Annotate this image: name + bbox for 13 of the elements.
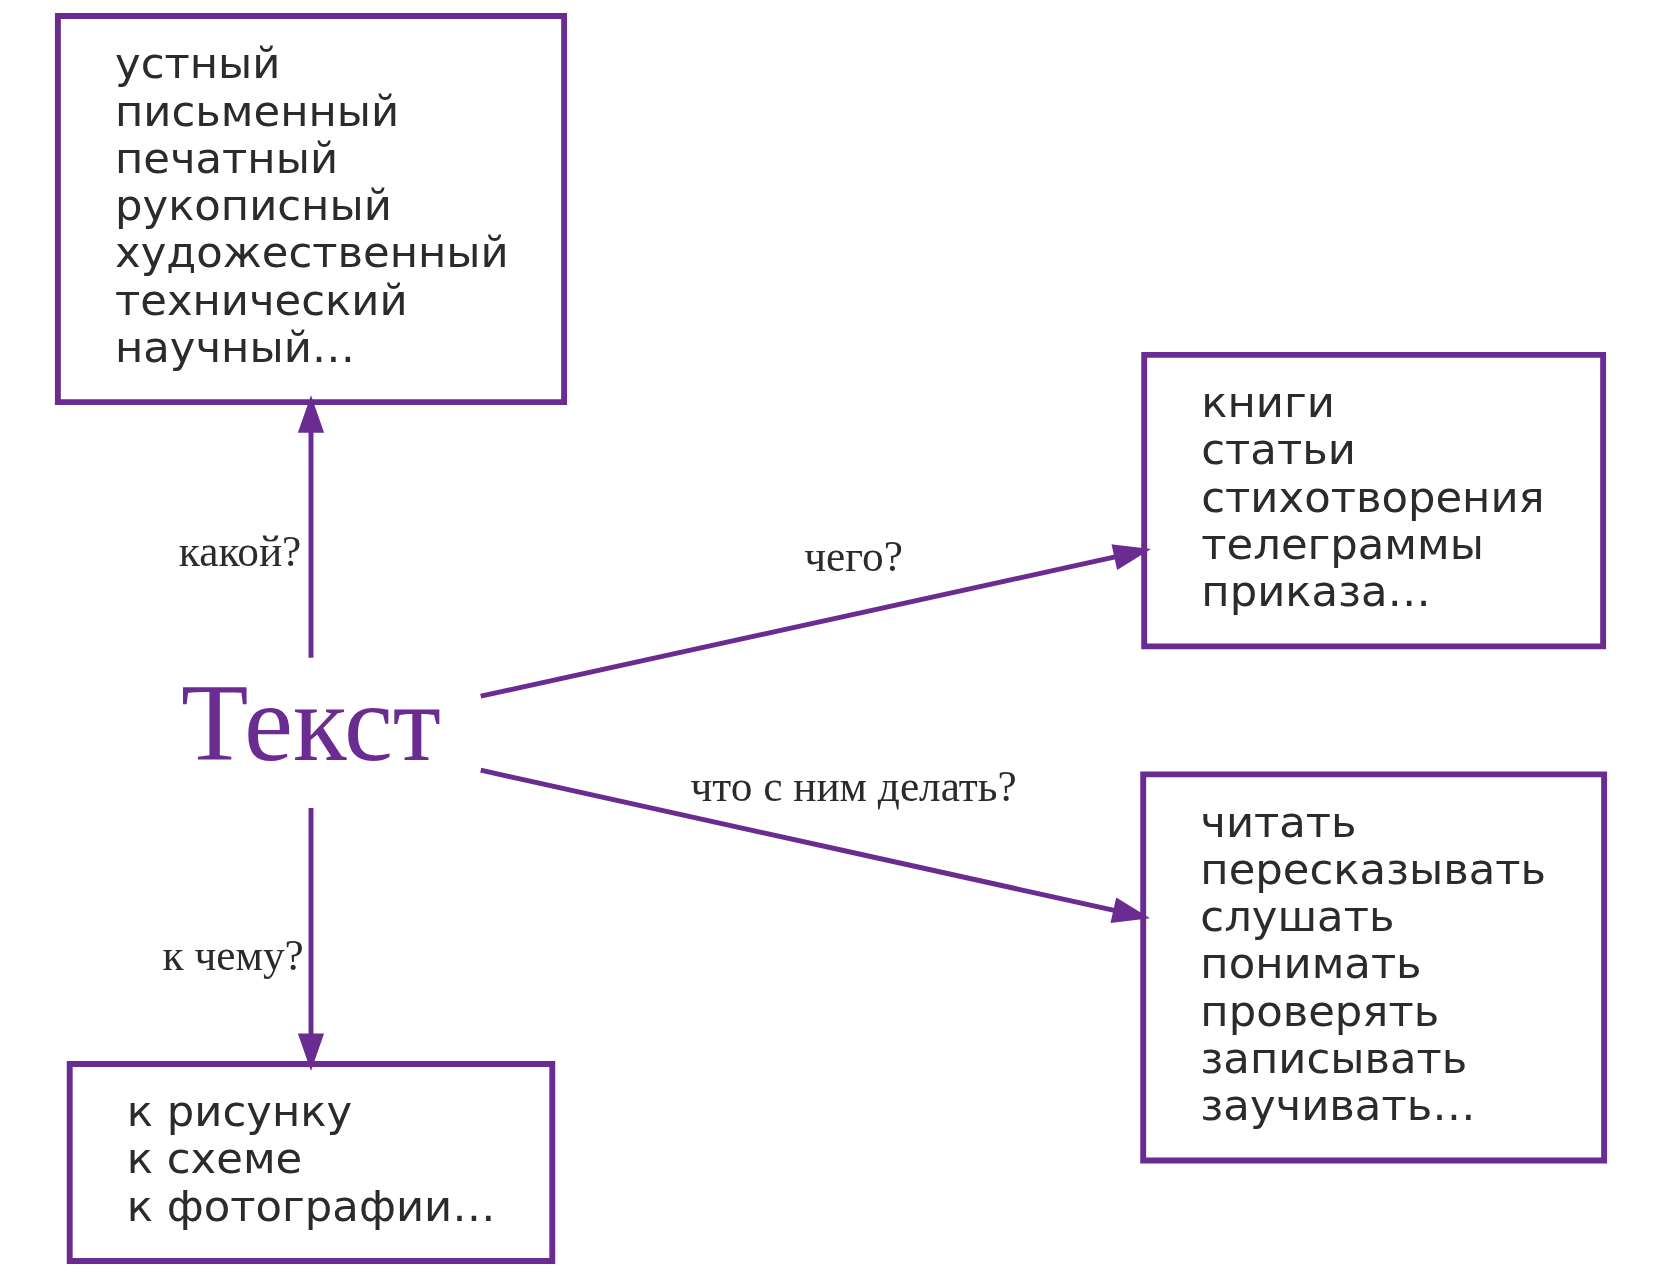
arrow <box>297 395 324 658</box>
edge-label: к чему? <box>162 930 304 979</box>
node-box: книги статьи стихотворения телеграммы приказа… <box>1140 351 1606 650</box>
edge-label: что с ним делать? <box>690 762 1017 811</box>
node-box: к рисунку к схеме к фотографии… <box>66 1061 555 1264</box>
edge-label: чего? <box>803 531 903 580</box>
arrow <box>297 807 324 1071</box>
edge-label: какой? <box>178 526 301 575</box>
node-text: Текст <box>180 662 441 785</box>
arrow <box>479 544 1151 699</box>
node-box: читать пересказывать слушать понимать проверять записывать заучивать… <box>1139 771 1607 1164</box>
arrow <box>479 767 1150 924</box>
node-box: устный письменный печатный рукописный художественный технический научный… <box>54 13 567 406</box>
